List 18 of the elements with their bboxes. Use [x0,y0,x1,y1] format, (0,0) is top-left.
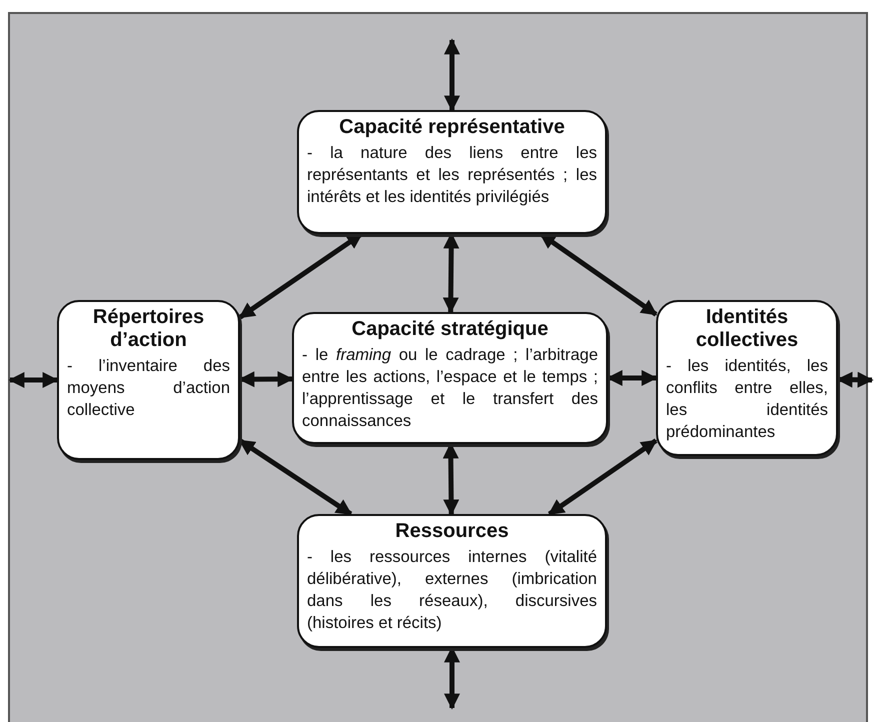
double-arrow [444,38,460,112]
box-description: - les identités, les conflits entre elles, les identités prédominantes [666,356,828,443]
box-description: - les ressources internes (vitalité délibérative), externes (imbrication dans les réseaux), discursives (histoires et récits) [307,547,597,634]
box-heading: Répertoires d’action [92,306,206,352]
box-heading: Identités collectives [694,306,800,352]
double-arrow [8,372,59,388]
rounded-box [297,110,607,234]
box-heading: Capacité stratégique [350,318,550,341]
box-heading: Capacité représentative [338,116,566,139]
double-arrow [548,438,658,516]
box-description: - l’inventaire des moyens d’action collective [67,356,230,421]
rounded-box [297,514,607,648]
box-heading: Ressources [394,520,510,543]
rounded-box [656,300,838,456]
box-description: - le framing ou le cadrage ; l’arbitrage entre les actions, l’espace et le temps ; l’apprentissage et le transfert des connaissances [302,345,598,432]
rounded-box [57,300,240,460]
rounded-box [292,312,608,444]
box-description: - la nature des liens entre les représentants et les représentés ; les intérêts et les identités privilégiés [307,143,597,208]
